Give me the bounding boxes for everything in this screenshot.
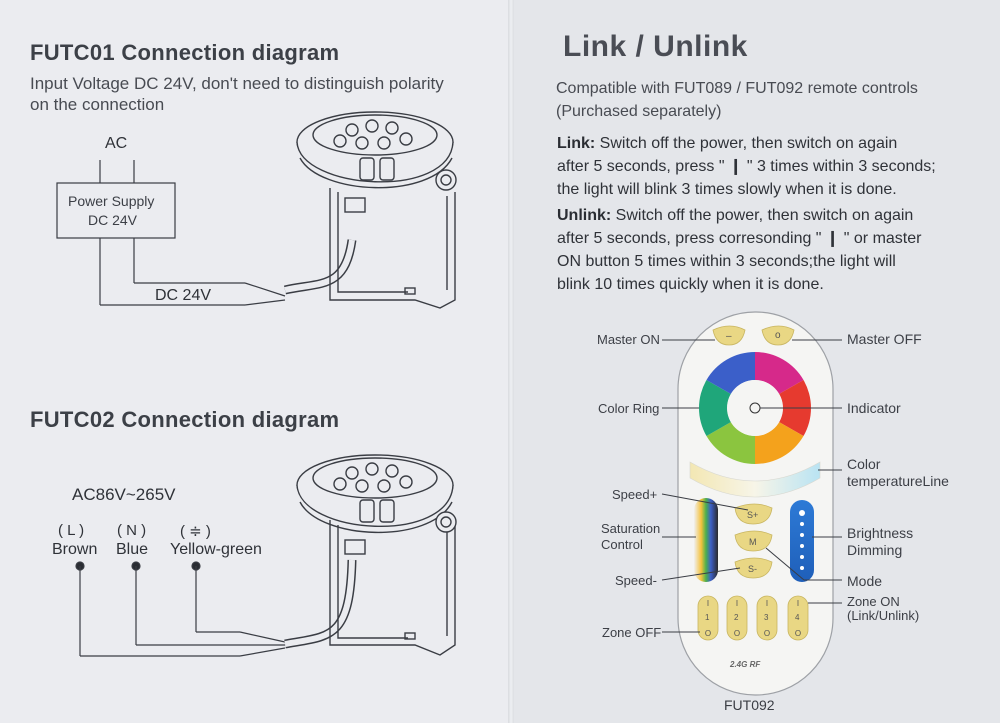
callout-speed-plus: Speed+ [612, 487, 658, 502]
voltage-label: AC86V~265V [72, 485, 176, 504]
lamp-icon-futc01 [283, 111, 457, 309]
dc-label: DC 24V [155, 287, 212, 304]
svg-text:O: O [734, 629, 740, 638]
wire-symbol-n: ( N ) [117, 522, 147, 539]
zone-3-glyph[interactable]: 3 [764, 613, 769, 622]
unlink-line2: after 5 seconds, press corresonding " ❙ … [557, 230, 922, 247]
color-ring [698, 352, 812, 464]
callout-zone-on-2: (Link/Unlink) [847, 608, 920, 623]
zone-2-glyph[interactable]: 2 [734, 613, 739, 622]
callout-zone-on-1: Zone ON [847, 594, 900, 609]
zone-1-button [697, 595, 719, 641]
psu-line2: DC 24V [88, 212, 138, 228]
callout-color-ring: Color Ring [598, 401, 660, 416]
lamp-icon-futc02 [284, 454, 457, 656]
callout-speed-minus: Speed- [615, 573, 657, 588]
page-fold [508, 0, 514, 723]
link-instructions: Link: Switch off the power, then switch … [557, 132, 987, 201]
callout-mode: Mode [847, 573, 883, 589]
mode-button [734, 530, 773, 552]
link-line2: after 5 seconds, press " ❙ " 3 times wit… [557, 158, 936, 175]
speed-minus-glyph[interactable]: S- [748, 564, 757, 574]
mode-glyph[interactable]: M [749, 537, 757, 547]
color-temp-bar [689, 461, 821, 498]
wire-symbol-l: ( L ) [58, 522, 85, 539]
compat-line1: Compatible with FUT089 / FUT092 remote c… [556, 80, 918, 97]
unlink-instructions: Unlink: Switch off the power, then switc… [557, 204, 987, 296]
wire-name-yellow-green: Yellow-green [170, 541, 262, 558]
callout-color-temp-2: temperatureLine [847, 473, 949, 489]
master-on-glyph[interactable]: – [726, 331, 732, 342]
callout-brightness-1: Brightness [847, 525, 914, 541]
callout-saturation-1: Saturation [601, 521, 661, 536]
unlink-line3: ON button 5 times within 3 seconds;the l… [557, 253, 896, 270]
svg-text:I: I [797, 599, 799, 608]
unlink-label: Unlink: [557, 207, 612, 224]
master-off-glyph[interactable]: o [775, 330, 781, 341]
zone-1-glyph[interactable]: 1 [705, 613, 710, 622]
wire-symbol-ground: ( ≑ ) [180, 523, 211, 540]
master-off-button [761, 325, 795, 346]
svg-text:I: I [707, 599, 709, 608]
unlink-line1: Switch off the power, then switch on aga… [611, 207, 914, 224]
zone-4-glyph[interactable]: 4 [795, 613, 800, 622]
callout-master-off: Master OFF [847, 331, 922, 347]
saturation-bar [694, 498, 718, 582]
svg-text:O: O [795, 629, 801, 638]
wire-name-brown: Brown [52, 541, 98, 558]
indicator-light [749, 402, 761, 414]
callout-color-temp-1: Color [847, 456, 881, 472]
speed-minus-button [734, 557, 773, 579]
callout-saturation-2: Control [601, 537, 643, 552]
futc01-title: FUTC01 Connection diagram [30, 40, 340, 65]
psu-line1: Power Supply [68, 193, 155, 209]
remote-model-label: FUT092 [724, 697, 775, 713]
callout-brightness-2: Dimming [847, 542, 903, 558]
svg-text:I: I [736, 599, 738, 608]
master-on-button [712, 325, 746, 346]
rf-badge: 2.4G RF [730, 660, 761, 669]
zone-2-button [726, 595, 748, 641]
brightness-bar [790, 500, 814, 582]
zone-4-button [787, 595, 809, 641]
compat-line2: (Purchased separately) [556, 103, 722, 120]
link-line1: Switch off the power, then switch on aga… [595, 135, 898, 152]
callout-indicator: Indicator [847, 400, 901, 416]
svg-text:O: O [764, 629, 770, 638]
link-line3: the light will blink 3 times slowly when… [557, 181, 897, 198]
svg-text:O: O [705, 629, 711, 638]
link-label: Link: [557, 135, 596, 152]
futc01-desc-line2: on the connection [30, 95, 165, 114]
link-unlink-title: Link / Unlink [563, 30, 748, 63]
unlink-line4: blink 10 times quickly when it is done. [557, 276, 824, 293]
callout-zone-off: Zone OFF [602, 625, 662, 640]
futc01-desc-line1: Input Voltage DC 24V, don't need to dist… [30, 74, 444, 93]
callout-master-on: Master ON [597, 332, 660, 347]
wire-name-blue: Blue [116, 541, 149, 558]
futc02-title: FUTC02 Connection diagram [30, 407, 340, 432]
ac-label: AC [105, 135, 128, 152]
zone-3-button [756, 595, 778, 641]
connection-diagrams [56, 111, 457, 657]
svg-text:I: I [766, 599, 768, 608]
speed-plus-glyph[interactable]: S+ [747, 510, 759, 520]
